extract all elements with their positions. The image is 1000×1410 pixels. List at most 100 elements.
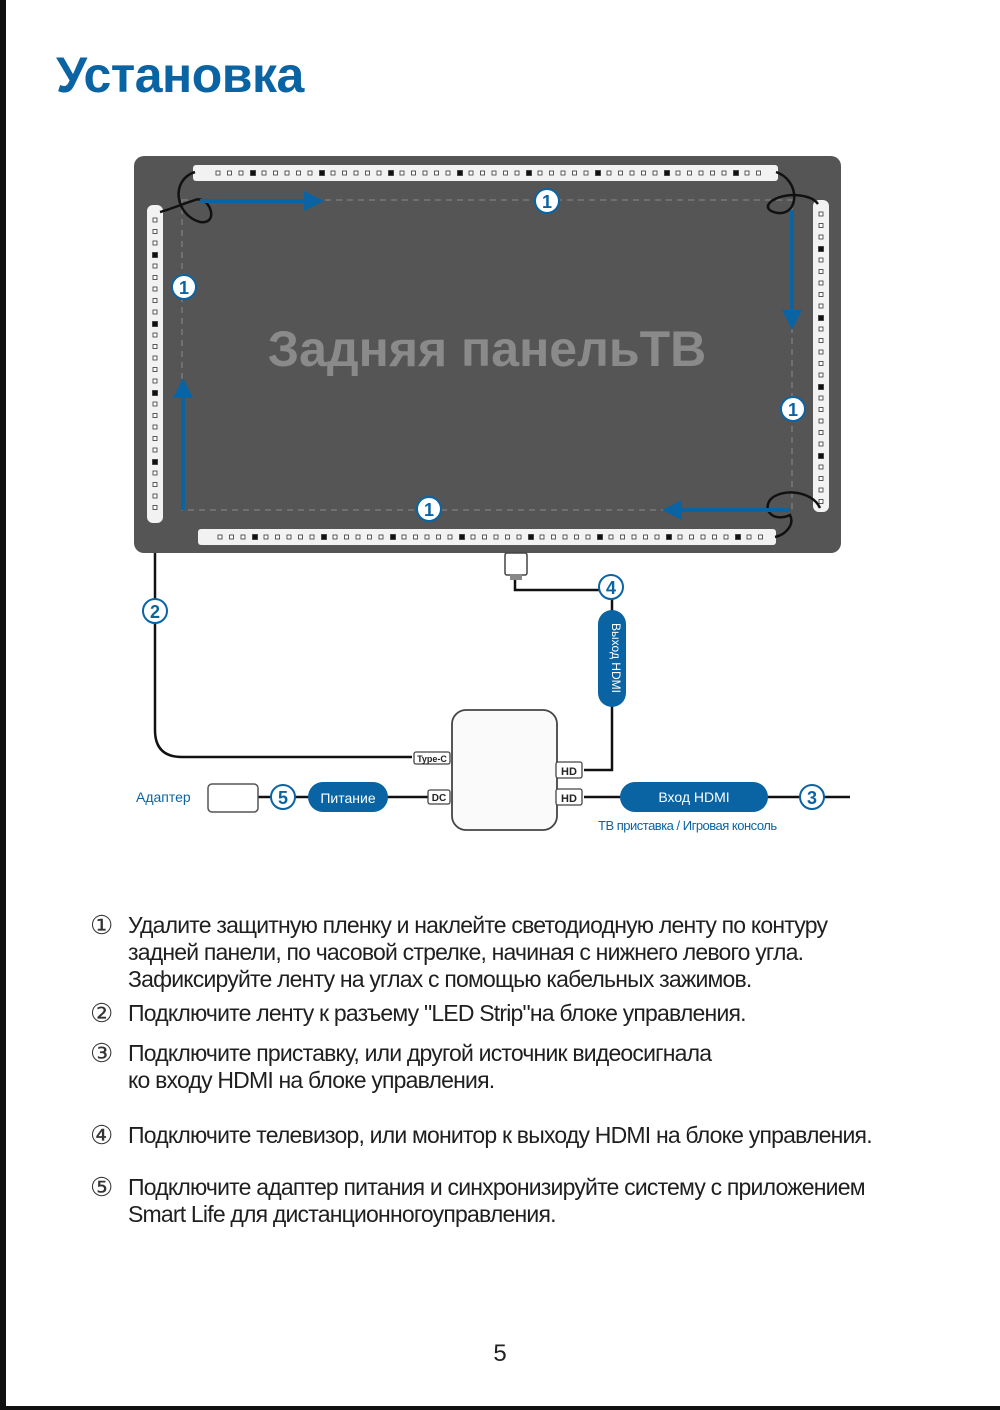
led-chip xyxy=(493,534,499,540)
led-chip xyxy=(505,534,510,540)
corner-wire-top-left xyxy=(159,170,213,224)
led-chip xyxy=(562,534,568,540)
led-chip xyxy=(390,534,396,540)
svg-text:1: 1 xyxy=(542,192,552,212)
led-chip xyxy=(399,170,405,176)
led-chip xyxy=(818,303,824,309)
led-chip xyxy=(503,170,508,176)
led-chip xyxy=(152,309,158,315)
led-chip xyxy=(818,441,824,447)
hdmi-out-pill: Выход HDMI xyxy=(598,610,626,707)
led-strip-right xyxy=(813,200,829,512)
led-chip xyxy=(585,534,591,540)
led-chip xyxy=(818,326,824,332)
svg-text:Вход HDMI: Вход HDMI xyxy=(658,789,729,805)
page-number: 5 xyxy=(493,1340,507,1367)
led-chip xyxy=(698,170,704,176)
led-strip-cable xyxy=(153,553,412,759)
instruction-step-1: ① Удалите защитную пленку и наклейте све… xyxy=(90,912,828,993)
led-chip xyxy=(240,534,246,540)
marker-2: 2 xyxy=(142,598,168,624)
svg-text:4: 4 xyxy=(606,578,616,598)
led-chip xyxy=(597,534,603,540)
led-chip xyxy=(152,424,158,430)
hdmi-in-pill: Вход HDMI xyxy=(620,782,768,812)
led-chip xyxy=(560,170,566,176)
led-chip xyxy=(733,170,739,176)
led-chip xyxy=(818,361,824,366)
led-chip xyxy=(537,170,543,176)
led-chip xyxy=(284,170,290,176)
led-chip xyxy=(689,534,694,540)
led-chip xyxy=(818,257,824,263)
led-chip xyxy=(675,170,681,176)
led-chip xyxy=(273,170,278,176)
corner-wire-bottom-right xyxy=(766,491,822,539)
led-chip xyxy=(152,275,158,280)
marker-1-right: 1 xyxy=(780,396,806,422)
led-chip xyxy=(388,170,394,176)
page-bottom-border xyxy=(0,1406,1000,1410)
source-label: ТВ приставка / Игровая консоль xyxy=(598,818,777,833)
led-chip xyxy=(818,487,824,493)
led-chip xyxy=(818,372,824,378)
page-left-border xyxy=(0,0,6,1410)
led-chip xyxy=(664,170,670,176)
led-chip xyxy=(261,170,267,176)
marker-4: 4 xyxy=(598,574,624,600)
led-chip xyxy=(152,505,158,510)
step-2-text: Подключите ленту к разъему "LED Strip"на… xyxy=(128,1000,747,1026)
led-chip xyxy=(746,534,752,540)
led-chip xyxy=(152,252,158,258)
led-chip xyxy=(152,367,158,372)
page-title: Установка xyxy=(56,47,304,103)
power-adapter xyxy=(207,783,259,813)
led-chip xyxy=(595,170,601,176)
svg-text:DC: DC xyxy=(432,793,446,804)
led-chip xyxy=(424,534,430,540)
marker-1-bottom: 1 xyxy=(416,496,442,522)
led-chip xyxy=(470,534,476,540)
led-chip xyxy=(250,170,256,176)
led-chip xyxy=(152,378,158,384)
led-chip xyxy=(583,170,589,176)
led-chip xyxy=(227,170,232,176)
led-chip xyxy=(286,534,292,540)
led-chip xyxy=(818,338,824,343)
led-chip xyxy=(152,298,158,303)
port-dc: DC xyxy=(427,789,451,805)
led-chip xyxy=(321,534,327,540)
led-chip xyxy=(217,534,223,540)
led-chip xyxy=(378,534,384,540)
svg-text:Выход HDMI: Выход HDMI xyxy=(609,623,623,693)
step-4-text: Подключите телевизор, или монитор к выхо… xyxy=(128,1122,873,1148)
led-chip xyxy=(152,263,158,269)
led-chip xyxy=(434,170,439,176)
led-chip xyxy=(818,315,824,321)
svg-text:2: 2 xyxy=(150,602,160,622)
led-chip xyxy=(480,170,485,176)
panel-dashed-outline xyxy=(181,199,793,511)
led-chip xyxy=(818,349,824,355)
led-chip xyxy=(514,170,520,176)
led-chip xyxy=(342,170,347,176)
led-chip xyxy=(468,170,474,176)
led-chip xyxy=(263,534,269,540)
led-chip xyxy=(818,223,824,228)
tv-hdmi-plug xyxy=(504,552,528,576)
led-chip xyxy=(296,170,301,176)
led-chip xyxy=(152,286,158,292)
led-chip xyxy=(152,436,158,441)
led-chip xyxy=(620,534,625,540)
led-chip xyxy=(539,534,545,540)
step-1-text: Удалите защитную пленку и наклейте свето… xyxy=(128,912,828,992)
led-chip xyxy=(298,534,303,540)
led-chip xyxy=(677,534,683,540)
port-hdmi-in: HD xyxy=(555,788,583,806)
svg-text:1: 1 xyxy=(179,278,189,298)
led-chip xyxy=(152,470,158,476)
led-chip xyxy=(152,355,158,361)
led-chip xyxy=(608,534,614,540)
svg-text:Type-C: Type-C xyxy=(417,754,447,764)
led-chip xyxy=(818,430,824,435)
